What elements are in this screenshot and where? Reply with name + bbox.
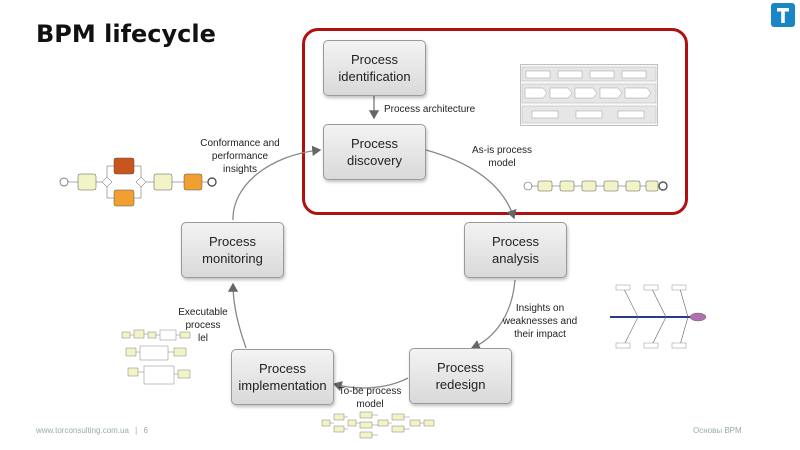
box-process-identification: Process identification bbox=[323, 40, 426, 96]
label-process-architecture: Process architecture bbox=[384, 104, 476, 115]
to-be-model-thumbnail bbox=[321, 411, 435, 439]
box-process-analysis: Process analysis bbox=[464, 222, 567, 278]
label-as-is-model: As-is process model bbox=[471, 145, 532, 169]
box-label: Process identification bbox=[338, 52, 411, 84]
label-conformance-insights: Conformance and performance insights bbox=[200, 138, 280, 175]
box-label: Process discovery bbox=[347, 136, 402, 168]
footer-right: Основы BPM bbox=[693, 426, 742, 435]
label-to-be-model: To-be process model bbox=[338, 386, 402, 410]
fishbone-thumbnail bbox=[610, 284, 707, 349]
footer-page-number: 6 bbox=[143, 426, 148, 435]
box-label: Process monitoring bbox=[202, 234, 263, 266]
box-label: Process implementation bbox=[238, 361, 327, 393]
executable-model-thumbnail bbox=[121, 329, 191, 385]
box-process-monitoring: Process monitoring bbox=[181, 222, 284, 278]
footer-separator: | bbox=[135, 426, 138, 435]
architecture-thumbnail bbox=[520, 64, 658, 126]
conformance-model-thumbnail bbox=[59, 157, 217, 207]
label-executable-model: Executable process lel bbox=[178, 307, 228, 344]
box-label: Process redesign bbox=[435, 360, 486, 392]
label-insights: Insights on weaknesses and their impact bbox=[502, 303, 578, 340]
box-label: Process analysis bbox=[492, 234, 539, 266]
footer-site: www.torconsulting.com.ua bbox=[36, 426, 129, 435]
logo-icon bbox=[771, 3, 795, 27]
highlight-frame bbox=[302, 28, 688, 215]
box-process-redesign: Process redesign bbox=[409, 348, 512, 404]
box-process-discovery: Process discovery bbox=[323, 124, 426, 180]
slide-title: BPM lifecycle bbox=[36, 20, 216, 48]
footer-left: www.torconsulting.com.ua | 6 bbox=[36, 426, 148, 435]
as-is-model-thumbnail bbox=[523, 180, 668, 192]
box-process-implementation: Process implementation bbox=[231, 349, 334, 405]
